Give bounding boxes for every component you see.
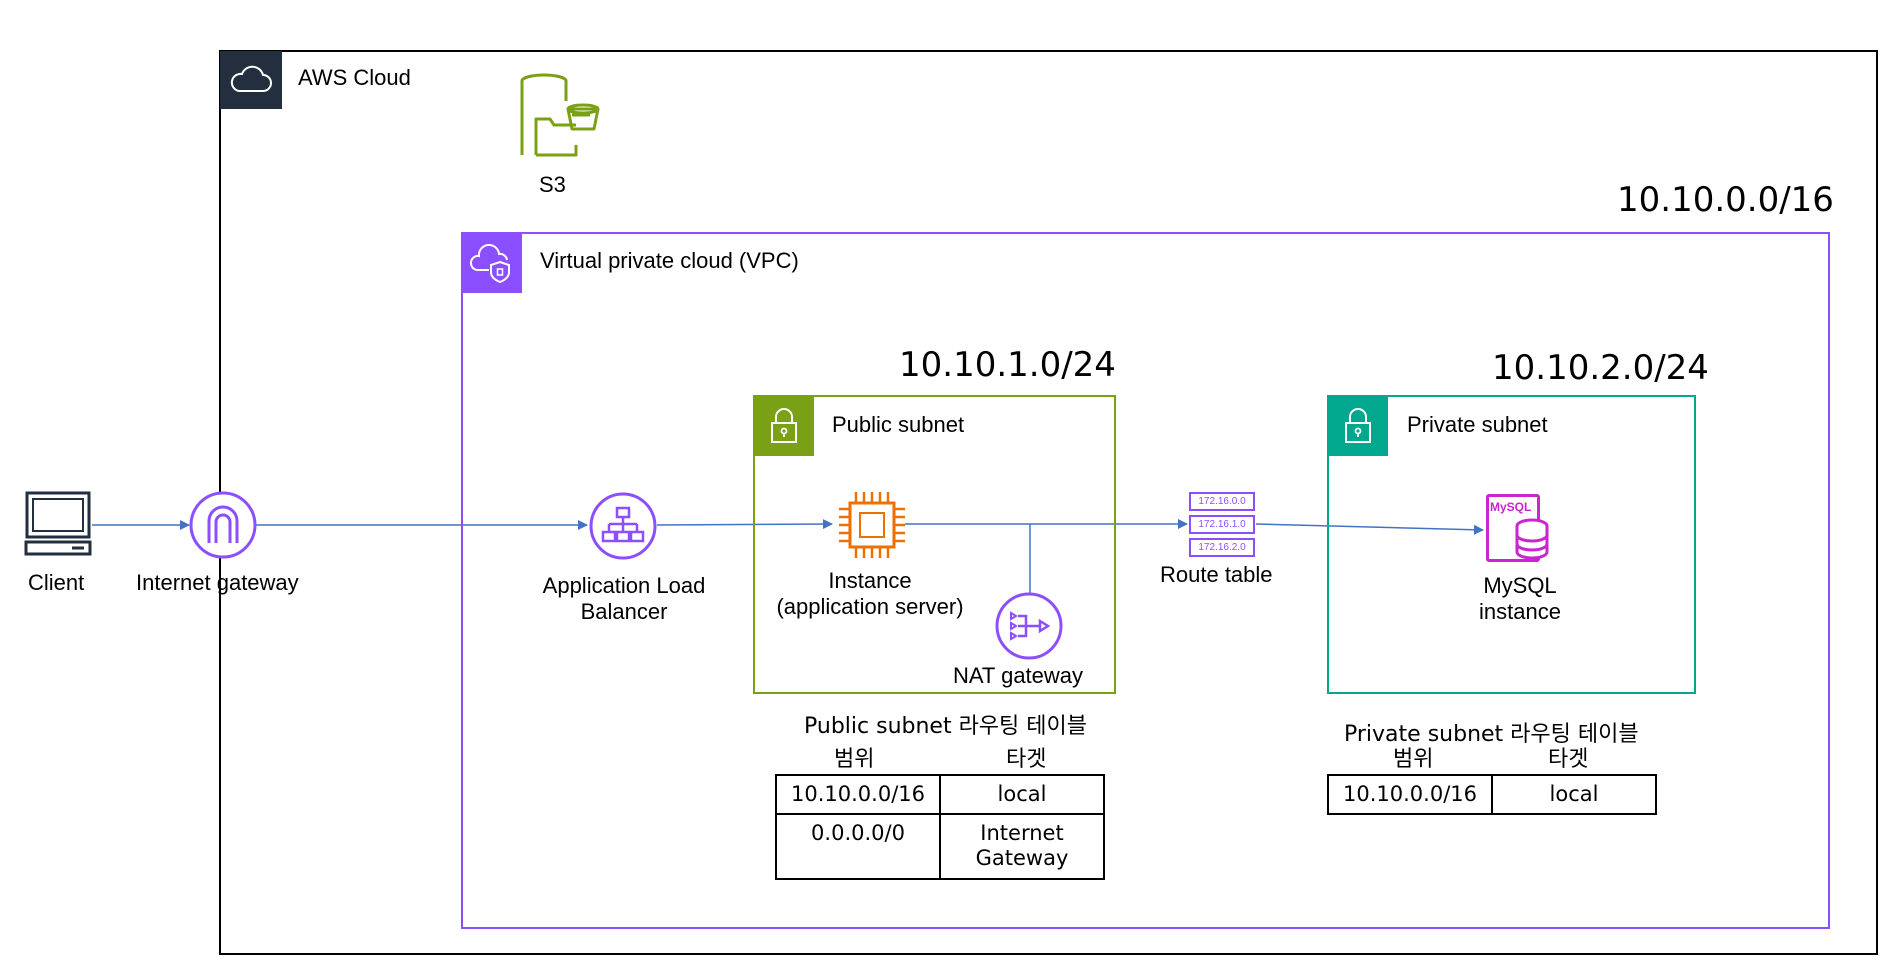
nat-gateway-icon — [995, 592, 1063, 660]
public-subnet-cidr: 10.10.1.0/24 — [899, 345, 1116, 385]
public-subnet-tag — [754, 396, 814, 456]
client-label: Client — [28, 570, 85, 595]
route-table-row: 172.16.1.0 — [1189, 515, 1255, 534]
private-subnet-label: Private subnet — [1407, 412, 1548, 437]
route-target-cell: Internet Gateway — [939, 813, 1105, 880]
vpc-label: Virtual private cloud (VPC) — [540, 248, 799, 273]
instance-label: Instance (application server) — [760, 568, 980, 621]
alb-label: Application Load Balancer — [520, 573, 728, 626]
nat-gateway-label: NAT gateway — [953, 663, 1084, 688]
internet-gateway-icon — [189, 491, 257, 559]
route-table-label: Route table — [1160, 562, 1273, 587]
ec2-instance-chip-icon — [839, 492, 905, 558]
s3-bucket-icon — [520, 73, 600, 157]
route-range-cell: 10.10.0.0/16 — [1327, 773, 1493, 816]
private-route-table-target-header: 타겟 — [1548, 747, 1589, 772]
private-route-table: 10.10.0.0/16 local — [1327, 773, 1657, 816]
alb-to-instance-arrow — [656, 519, 833, 530]
public-route-table-range-header: 범위 — [834, 747, 875, 772]
route-table-row: 172.16.2.0 — [1189, 538, 1255, 557]
private-route-table-range-header: 범위 — [1393, 747, 1434, 772]
vpc-group — [461, 232, 1830, 929]
aws-cloud-tag — [220, 51, 282, 109]
lock-icon — [771, 408, 797, 443]
table-row: 10.10.0.0/16 local — [775, 773, 1105, 816]
load-balancer-icon — [589, 492, 657, 560]
public-route-table-target-header: 타겟 — [1006, 747, 1047, 772]
private-route-table-title: Private subnet 라우팅 테이블 — [1344, 722, 1639, 747]
vpc-cloud-shield-icon — [469, 244, 510, 284]
instance-label-line1: Instance — [828, 568, 912, 593]
public-subnet-label: Public subnet — [832, 412, 965, 437]
route-target-cell: local — [939, 773, 1105, 816]
table-row: 0.0.0.0/0 Internet Gateway — [775, 813, 1105, 880]
route-target-line2: Gateway — [975, 846, 1069, 871]
cloud-icon — [230, 65, 272, 92]
s3-label: S3 — [539, 172, 566, 197]
route-target-cell: local — [1491, 773, 1657, 816]
alb-label-line1: Application Load — [542, 573, 706, 598]
mysql-label-line1: MySQL — [1483, 573, 1557, 598]
lock-icon — [1345, 408, 1371, 443]
route-table-row: 172.16.0.0 — [1189, 492, 1255, 511]
public-subnet-group — [753, 395, 1116, 694]
public-route-table-title: Public subnet 라우팅 테이블 — [804, 714, 1088, 739]
route-table-to-mysql-arrow — [1255, 523, 1484, 535]
mysql-label-line2: instance — [1479, 599, 1561, 625]
private-subnet-tag — [1328, 396, 1388, 456]
public-route-table: 10.10.0.0/16 local 0.0.0.0/0 Internet Ga… — [775, 773, 1105, 880]
route-range-cell: 0.0.0.0/0 — [775, 813, 941, 880]
route-table-icon: 172.16.0.0 172.16.1.0 172.16.2.0 — [1189, 492, 1255, 557]
database-cylinder-icon — [1515, 518, 1549, 560]
route-range-cell: 10.10.0.0/16 — [775, 773, 941, 816]
route-target-line1: Internet — [980, 821, 1064, 846]
mysql-icon-text: MySQL — [1490, 500, 1532, 514]
internet-gateway-label: Internet gateway — [136, 570, 299, 595]
table-row: 10.10.0.0/16 local — [1327, 773, 1657, 816]
aws-cloud-label: AWS Cloud — [298, 65, 411, 90]
mysql-database-icon: MySQL — [1486, 494, 1552, 562]
instance-label-line2: (application server) — [776, 594, 964, 620]
vpc-cidr: 10.10.0.0/16 — [1617, 180, 1834, 220]
vpc-tag — [462, 233, 522, 293]
private-subnet-cidr: 10.10.2.0/24 — [1492, 348, 1709, 388]
mysql-label: MySQL instance — [1440, 573, 1600, 626]
alb-label-line2: Balancer — [580, 599, 668, 625]
private-subnet-group — [1327, 395, 1696, 694]
client-computer-icon — [24, 491, 92, 556]
